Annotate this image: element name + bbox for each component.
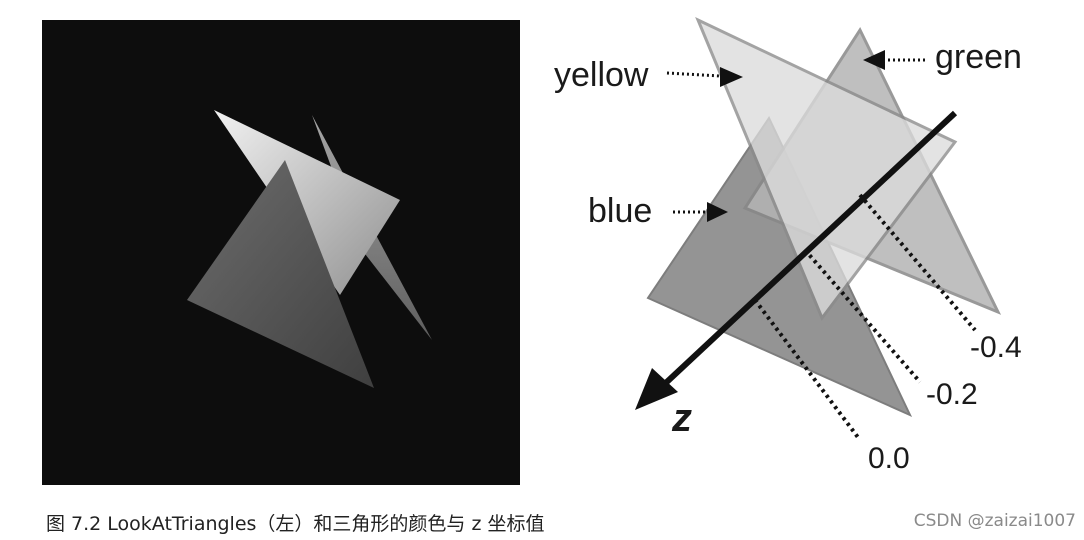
render-panel	[42, 20, 520, 485]
blue-pointer-head	[707, 202, 728, 222]
depth-guide-04	[858, 193, 977, 332]
yellow-pointer	[666, 71, 721, 78]
z-axis-line	[652, 110, 958, 396]
label-z-00: 0.0	[868, 442, 910, 475]
watermark: CSDN @zaizai1007	[913, 511, 1076, 531]
green-pointer-head	[863, 50, 885, 70]
diagram-graphics	[635, 16, 1002, 442]
label-z-minus-02: -0.2	[926, 378, 978, 411]
yellow-pointer-head	[720, 67, 743, 87]
render-blue-triangle	[187, 160, 374, 388]
depth-guide-00	[753, 298, 862, 442]
label-green: green	[935, 38, 1022, 76]
label-z-axis: z	[672, 396, 692, 440]
label-yellow: yellow	[554, 56, 649, 94]
yellow-triangle	[695, 16, 958, 321]
z-axis-arrowhead	[635, 368, 678, 410]
label-z-minus-04: -0.4	[970, 331, 1022, 364]
figure-caption: 图 7.2 LookAtTriangles（左）和三角形的颜色与 z 坐标值	[46, 513, 545, 535]
label-blue: blue	[588, 192, 653, 230]
depth-guide-02	[803, 248, 922, 384]
render-yellow-triangle	[214, 110, 400, 295]
z-order-diagram: yellow green blue z -0.4 -0.2 0.0	[530, 0, 1084, 500]
render-scene	[187, 110, 432, 388]
